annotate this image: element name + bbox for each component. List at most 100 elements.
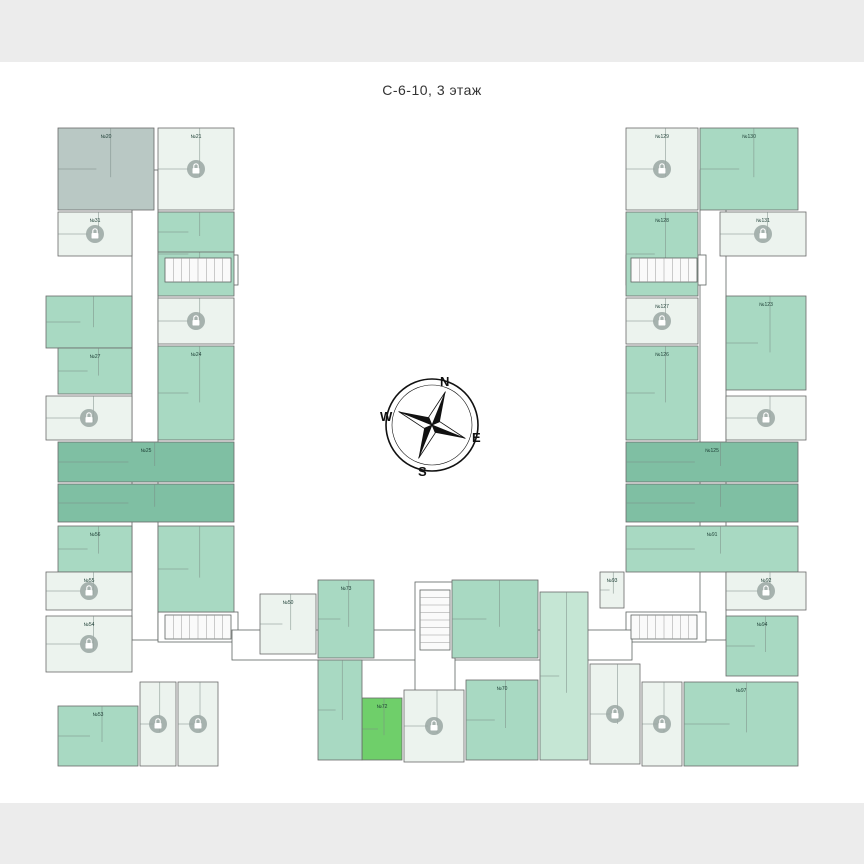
- stairwells: [164, 257, 698, 651]
- apartment-r-131[interactable]: №131: [719, 211, 807, 257]
- apartment-number: №130: [742, 134, 756, 140]
- apartment-number: №20: [101, 134, 112, 140]
- apartment-number: №31: [90, 218, 101, 224]
- apartment-number: №50: [283, 600, 294, 606]
- compass-w: W: [380, 409, 393, 424]
- compass-n: N: [440, 374, 449, 389]
- stairwell-3: [630, 614, 698, 640]
- lock-icon: [189, 715, 207, 733]
- apartment-number: №56: [90, 532, 101, 538]
- apartment-number: №125: [705, 448, 719, 454]
- apartment-r-93[interactable]: №93: [599, 571, 625, 609]
- corridor-0: [131, 169, 159, 641]
- apartment-number: №94: [757, 622, 768, 628]
- apartment-r-124[interactable]: [725, 395, 807, 441]
- compass-s: S: [418, 464, 427, 479]
- apartment-number: №92: [761, 578, 772, 584]
- apartment-r-95[interactable]: [589, 663, 641, 765]
- apartment-r-125b[interactable]: [625, 483, 799, 523]
- apartment-number: №54: [84, 622, 95, 628]
- apartment-number: №131: [756, 218, 770, 224]
- apartment-l-54[interactable]: №54: [45, 615, 133, 673]
- apartment-number: №123: [759, 302, 773, 308]
- apartment-r-91[interactable]: №91: [625, 525, 799, 573]
- apartment-number: №126: [655, 352, 669, 358]
- apartments: №20№21№31№22№27№24№25№56№55№54№53№50№73№…: [45, 127, 807, 767]
- stairwell-2: [164, 614, 232, 640]
- apartment-l-53[interactable]: №53: [57, 705, 139, 767]
- lock-icon: [653, 312, 671, 330]
- apartment-number: №27: [90, 354, 101, 360]
- apartment-number: №21: [191, 134, 202, 140]
- lock-icon: [653, 160, 671, 178]
- lock-icon: [754, 225, 772, 243]
- lock-icon: [606, 705, 624, 723]
- compass-rose: N S E W: [380, 374, 481, 479]
- apartment-l-24[interactable]: №24: [157, 345, 235, 441]
- lock-icon: [80, 409, 98, 427]
- apartment-number: №55: [84, 578, 95, 584]
- apartment-l-27[interactable]: №27: [57, 347, 133, 395]
- apartment-l-31[interactable]: №31: [57, 211, 133, 257]
- apartment-r-98[interactable]: [539, 591, 589, 761]
- apartment-l-50[interactable]: №50: [259, 593, 317, 655]
- lock-icon: [80, 582, 98, 600]
- lock-icon: [80, 635, 98, 653]
- apartment-r-125[interactable]: №125: [625, 441, 799, 483]
- stairwell-4: [419, 589, 451, 651]
- apartment-l-51[interactable]: [177, 681, 219, 767]
- apartment-r-130[interactable]: №130: [699, 127, 799, 211]
- lock-icon: [187, 160, 205, 178]
- apartment-number: №91: [707, 532, 718, 538]
- apartment-number: №25: [141, 448, 152, 454]
- apartment-r-96[interactable]: [641, 681, 683, 767]
- apartment-number: №24: [191, 352, 202, 358]
- lock-icon: [757, 409, 775, 427]
- apartment-number: №72: [377, 704, 388, 710]
- apartment-r-94[interactable]: №94: [725, 615, 799, 677]
- apartment-number: №127: [655, 304, 669, 310]
- apartment-number: №93: [607, 578, 618, 584]
- apartment-c-71[interactable]: [403, 689, 465, 763]
- apartment-number: №128: [655, 218, 669, 224]
- apartment-l-20[interactable]: №20: [57, 127, 155, 211]
- apartment-l-21[interactable]: №21: [157, 127, 235, 211]
- apartment-l-56[interactable]: №56: [57, 525, 133, 573]
- lock-icon: [425, 717, 443, 735]
- apartment-l-23[interactable]: [157, 211, 235, 253]
- apartment-l-25[interactable]: №25: [57, 441, 235, 483]
- apartment-number: №97: [736, 688, 747, 694]
- apartment-shape[interactable]: [361, 697, 403, 761]
- stairwell-1: [630, 257, 698, 283]
- apartment-l-27a[interactable]: [45, 295, 133, 349]
- apartment-number: №73: [341, 586, 352, 592]
- apartment-r-92[interactable]: №92: [725, 571, 807, 611]
- lock-icon: [86, 225, 104, 243]
- lock-icon: [757, 582, 775, 600]
- apartment-l-26[interactable]: [157, 297, 235, 345]
- apartment-l-57[interactable]: [157, 525, 235, 613]
- compass-e: E: [472, 430, 481, 445]
- apartment-r-126[interactable]: №126: [625, 345, 699, 441]
- apartment-r-97[interactable]: №97: [683, 681, 799, 767]
- apartment-c-74[interactable]: [317, 659, 363, 761]
- apartment-l-55[interactable]: №55: [45, 571, 133, 611]
- apartment-l-25b[interactable]: [57, 483, 235, 523]
- lock-icon: [187, 312, 205, 330]
- apartment-c-72[interactable]: №72: [361, 697, 403, 761]
- apartment-l-28[interactable]: [45, 395, 133, 441]
- apartment-number: №70: [497, 686, 508, 692]
- apartment-l-52[interactable]: [139, 681, 177, 767]
- apartment-r-129[interactable]: №129: [625, 127, 699, 211]
- apartment-r-123[interactable]: №123: [725, 295, 807, 391]
- apartment-number: №129: [655, 134, 669, 140]
- lock-icon: [149, 715, 167, 733]
- apartment-c-70[interactable]: №70: [465, 679, 539, 761]
- stairwell-0: [164, 257, 232, 283]
- apartment-c-69[interactable]: [451, 579, 539, 659]
- apartment-number: №53: [93, 712, 104, 718]
- apartment-r-127[interactable]: №127: [625, 297, 699, 345]
- apartment-r-128[interactable]: №128: [625, 211, 699, 297]
- apartment-c-73[interactable]: №73: [317, 579, 375, 659]
